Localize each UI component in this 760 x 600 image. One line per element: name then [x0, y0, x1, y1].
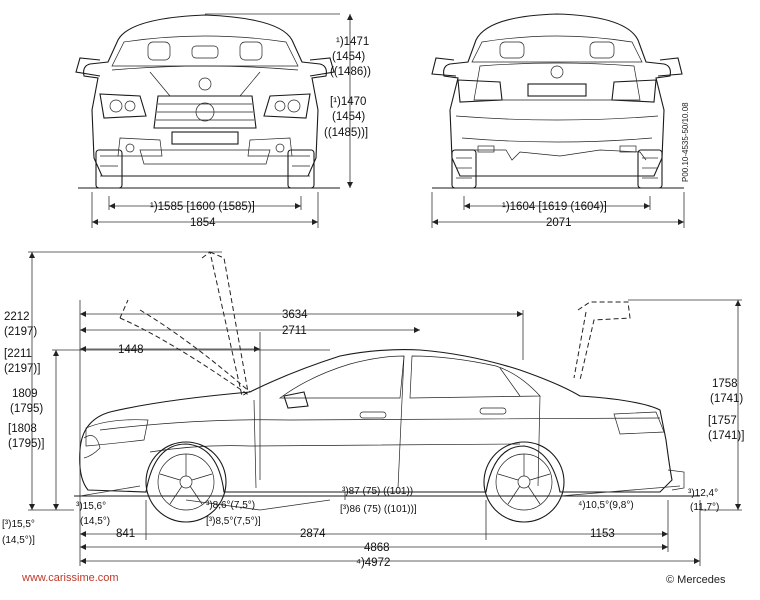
rear-width: 2071: [546, 217, 572, 229]
departure-angle-tow-2: (11,7°): [690, 502, 719, 513]
approach-angle-2: (14,5°): [80, 516, 110, 527]
rear-view: [431, 13, 685, 228]
front-track: ¹)1585 [1600 (1585)]: [150, 201, 255, 213]
front-to-bonnet: 1448: [118, 344, 144, 356]
bonnet-to-roof: 2711: [282, 325, 307, 337]
departure-angle: ⁴)10,5°(9,8°): [578, 500, 634, 511]
approach-angle-1: ³)15,6°: [76, 501, 106, 512]
total-height-2: (2197): [4, 326, 37, 338]
ramp-angle-alt: [³)8,5°(7,5°)]: [206, 516, 261, 527]
front-width: 1854: [190, 217, 216, 229]
ground-clearance-alt: [³)86 (75) ((101))]: [340, 504, 417, 515]
overall-length: 4868: [364, 542, 390, 554]
departure-angle-tow-1: ³)12,4°: [688, 488, 718, 499]
trunk-height-4: (1741)]: [708, 430, 744, 442]
side-view: [28, 251, 742, 566]
rear-overhang: 1153: [590, 528, 615, 540]
overall-length-alt: ⁴)4972: [356, 557, 390, 569]
bonnet-to-trunk: 3634: [282, 309, 308, 321]
total-height-3: [2211: [4, 348, 32, 360]
copyright-notice: © Mercedes: [666, 574, 726, 586]
front-height-2: (1454): [332, 51, 365, 63]
approach-angle-alt-2: (14,5°)]: [2, 535, 35, 546]
front-height-3: ((1486)): [330, 66, 371, 78]
approach-angle-alt-1: [³)15,5°: [2, 519, 35, 530]
total-height-4: (2197)]: [4, 363, 40, 375]
roof-height-4: (1795)]: [8, 438, 44, 450]
front-overhang: 841: [116, 528, 135, 540]
drawing-code: P00.10-4535-50/10.08: [681, 102, 690, 182]
roof-height-1: 1809: [12, 388, 38, 400]
ground-clearance: ³)87 (75) ((101)): [342, 486, 413, 497]
front-height-4: [¹)1470: [330, 96, 366, 108]
front-height-6: ((1485))]: [324, 127, 368, 139]
roof-height-3: [1808: [8, 423, 37, 435]
total-height-1: 2212: [4, 311, 30, 323]
site-watermark: www.carissime.com: [22, 572, 119, 584]
front-height-5: (1454): [332, 111, 365, 123]
trunk-height-3: [1757: [708, 415, 737, 427]
roof-height-2: (1795): [10, 403, 43, 415]
front-view: [75, 13, 353, 228]
front-height-1: ¹)1471: [336, 36, 369, 48]
rear-track: ¹)1604 [1619 (1604)]: [502, 201, 607, 213]
trunk-height-2: (1741): [710, 393, 743, 405]
trunk-height-1: 1758: [712, 378, 738, 390]
wheelbase: 2874: [300, 528, 326, 540]
ramp-angle: ³)8,6°(7,5°): [206, 500, 255, 511]
